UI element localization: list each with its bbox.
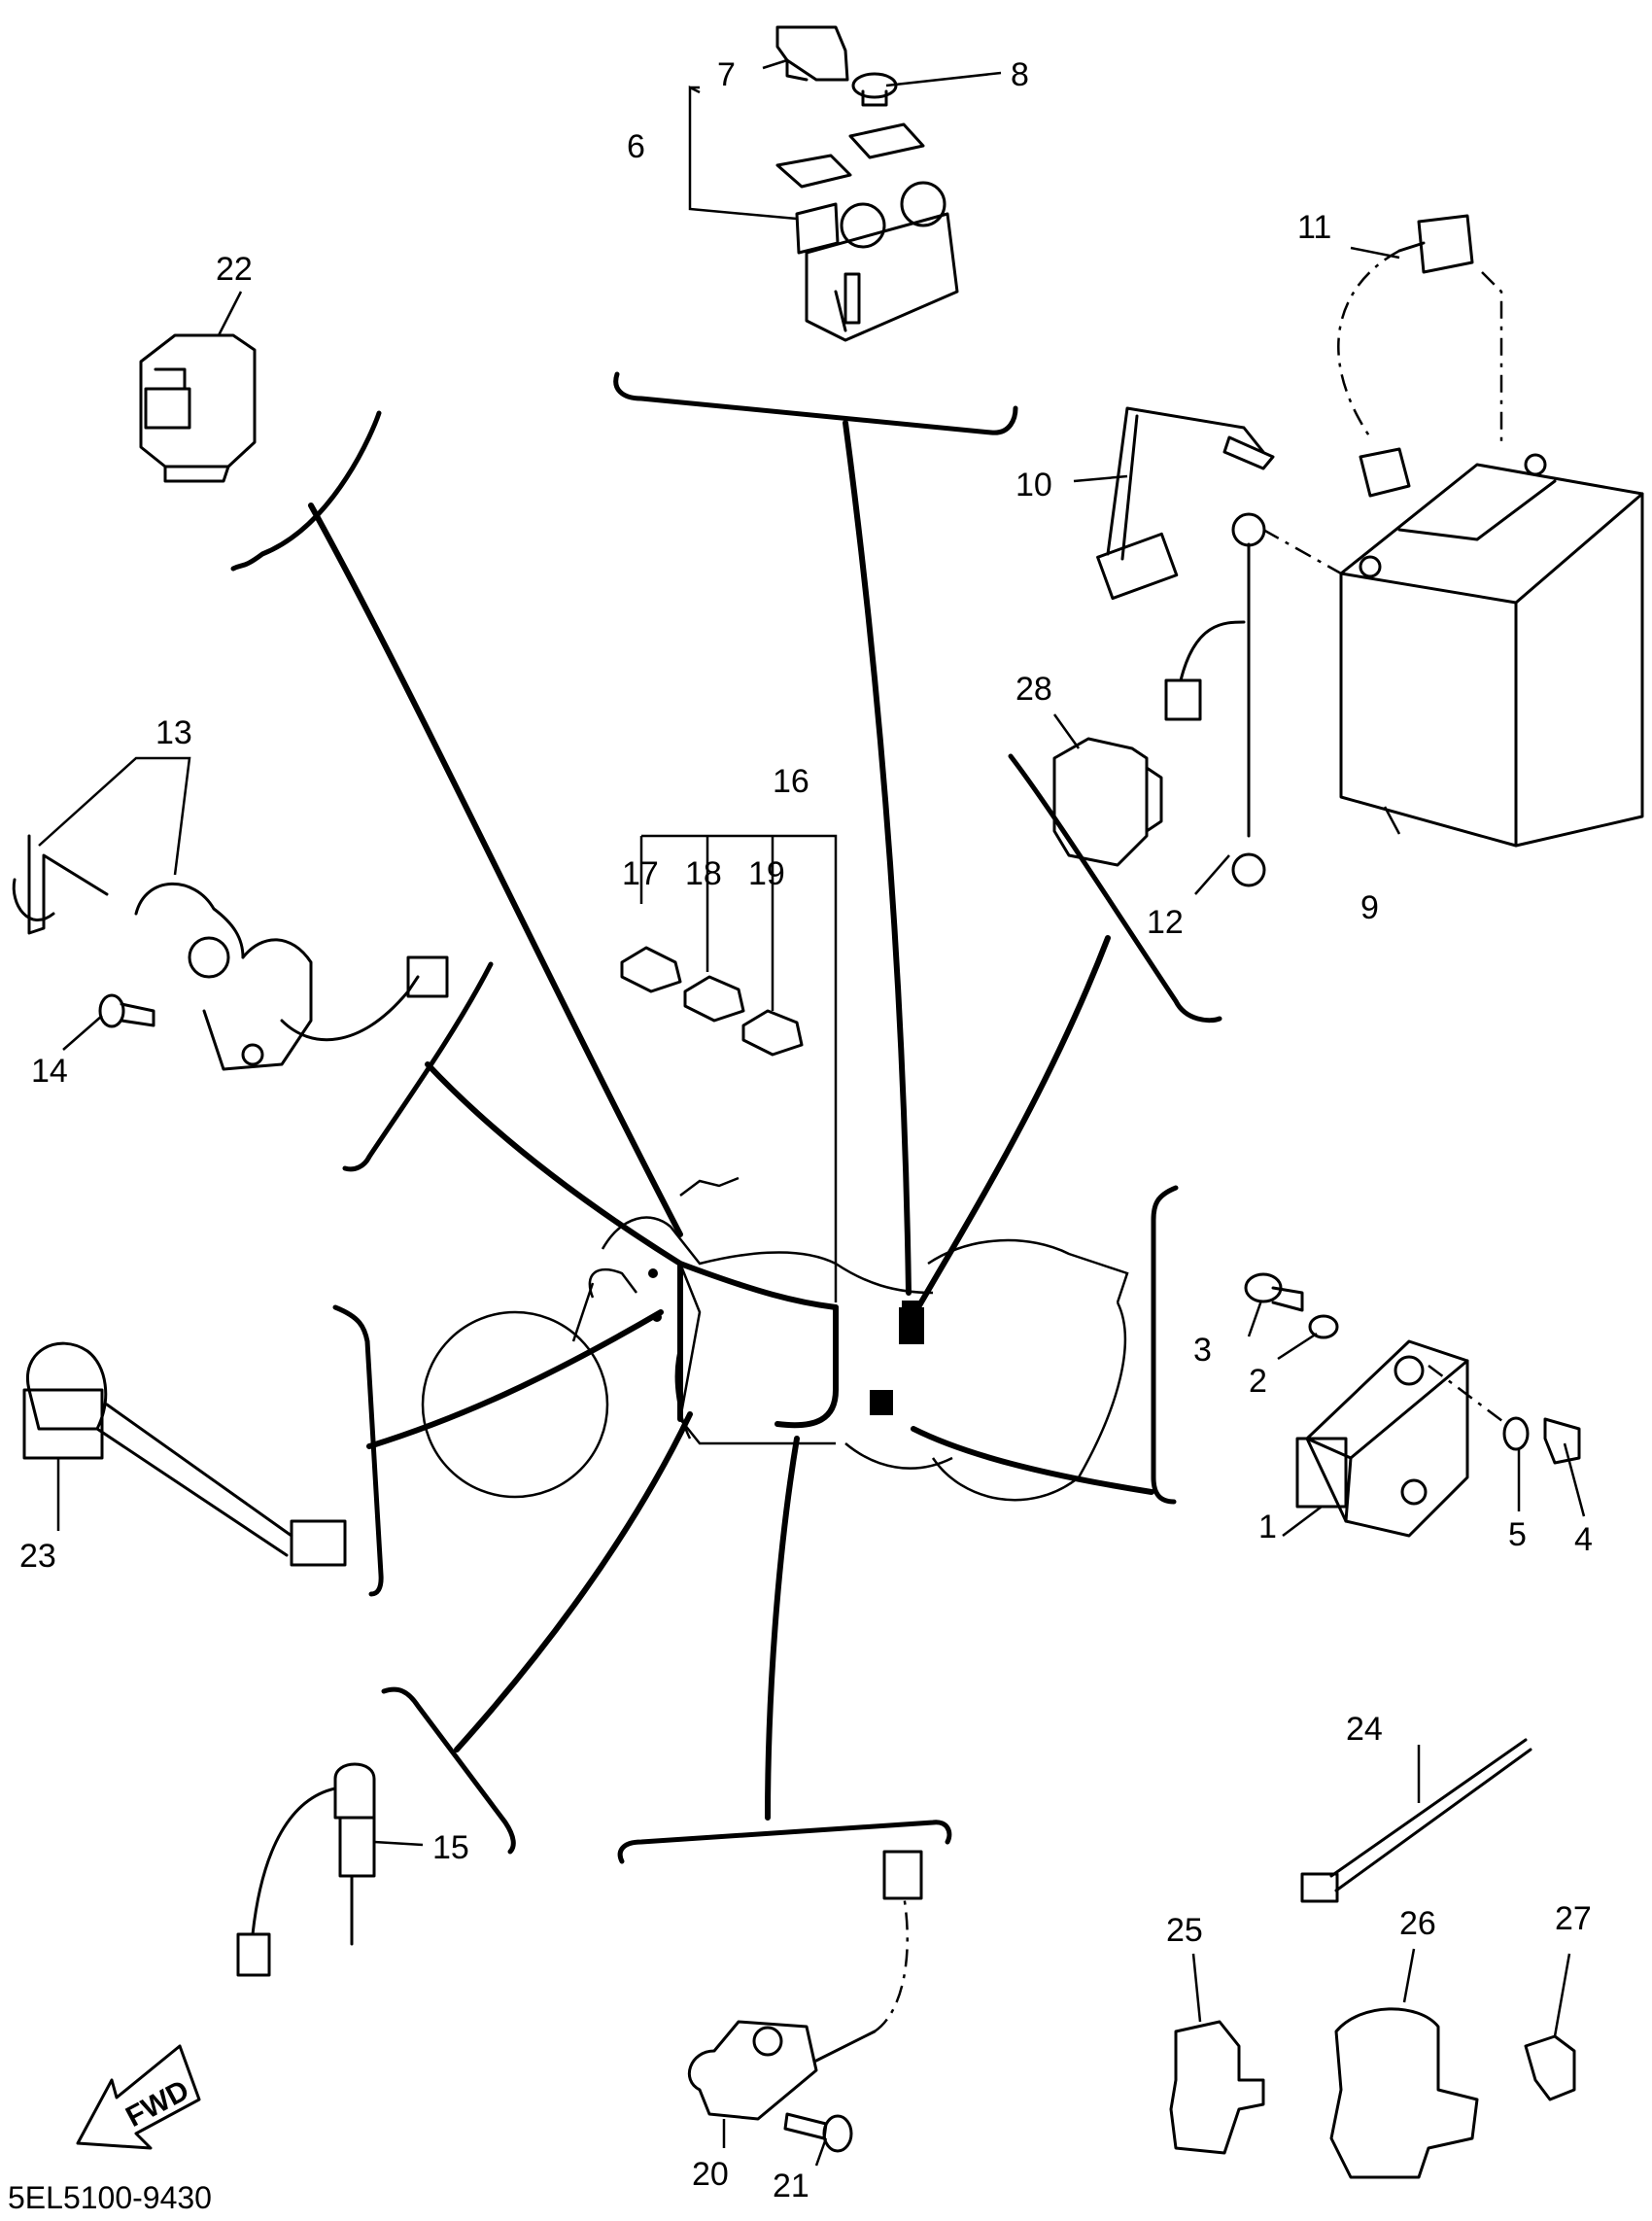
callout-1: 1 [1258,1509,1277,1545]
callout-6: 6 [627,128,645,165]
callout-17: 17 [622,855,659,892]
rectifier-regulator-1 [1295,1339,1469,1538]
main-switch-13 [12,834,449,1071]
neutral-switch-15 [236,1762,376,1977]
callout-4: 4 [1574,1521,1593,1558]
callout-19: 19 [748,855,785,892]
callout-5: 5 [1508,1516,1527,1553]
sender-unit-23 [22,1341,347,1567]
motorcycle-silhouette [421,1176,1129,1502]
fwd-arrow-label: FWD [120,2074,194,2134]
battery-band-10 [1096,406,1275,601]
callout-2: 2 [1249,1363,1267,1400]
cap-8 [851,72,898,107]
relay-28 [1052,737,1163,867]
callout-leaders [38,58,1586,2167]
bolt-21 [783,2112,853,2153]
sidestand-switch-20 [687,1850,923,2121]
bolt-3 [1244,1272,1304,1312]
callout-3: 3 [1193,1332,1212,1369]
battery-lead-11 [1337,214,1503,498]
battery-9 [1339,453,1644,848]
callout-26: 26 [1399,1905,1436,1942]
relay-22 [139,333,257,483]
callout-14: 14 [31,1053,68,1090]
callout-numbers: 1 2 3 4 5 6 7 8 9 10 11 12 13 14 15 16 1… [19,56,1593,2204]
callout-9: 9 [1360,889,1379,926]
callout-12: 12 [1147,904,1184,941]
callout-11: 11 [1297,209,1331,246]
washer-2 [1308,1314,1339,1339]
cable-tie-24 [1300,1738,1532,1903]
nut-clip-4 [1543,1417,1581,1465]
fwd-arrow: FWD [76,2044,201,2150]
fuse-19 [741,1009,804,1057]
wiring-harness [308,420,1154,1821]
fuse-18 [683,975,745,1023]
fuse-7 [775,25,849,82]
callout-13: 13 [155,714,192,751]
callout-24: 24 [1346,1711,1383,1748]
callout-15: 15 [432,1829,469,1866]
callout-21: 21 [773,2168,809,2204]
panel-brackets [230,371,1222,1864]
clamp-25 [1169,2020,1265,2155]
callout-16: 16 [773,763,809,800]
clamp-26 [1329,2007,1479,2179]
screw-14 [98,993,155,1028]
callout-20: 20 [692,2156,729,2193]
callout-18: 18 [685,855,722,892]
starter-relay-assembly-6 [775,122,959,342]
ground-cable-12 [1164,512,1342,887]
callout-8: 8 [1011,56,1029,93]
callout-28: 28 [1015,671,1052,708]
callout-23: 23 [19,1538,56,1575]
catalog-code: 5EL5100-9430 [8,2180,212,2215]
fuse-17 [620,946,682,993]
callout-22: 22 [216,251,253,288]
callout-10: 10 [1015,467,1052,503]
clip-27 [1524,2034,1576,2101]
washer-5 [1502,1416,1530,1451]
callout-25: 25 [1166,1912,1203,1949]
callout-7: 7 [717,56,736,93]
callout-27: 27 [1555,1900,1592,1937]
rectifier-mount-line [1428,1365,1507,1425]
